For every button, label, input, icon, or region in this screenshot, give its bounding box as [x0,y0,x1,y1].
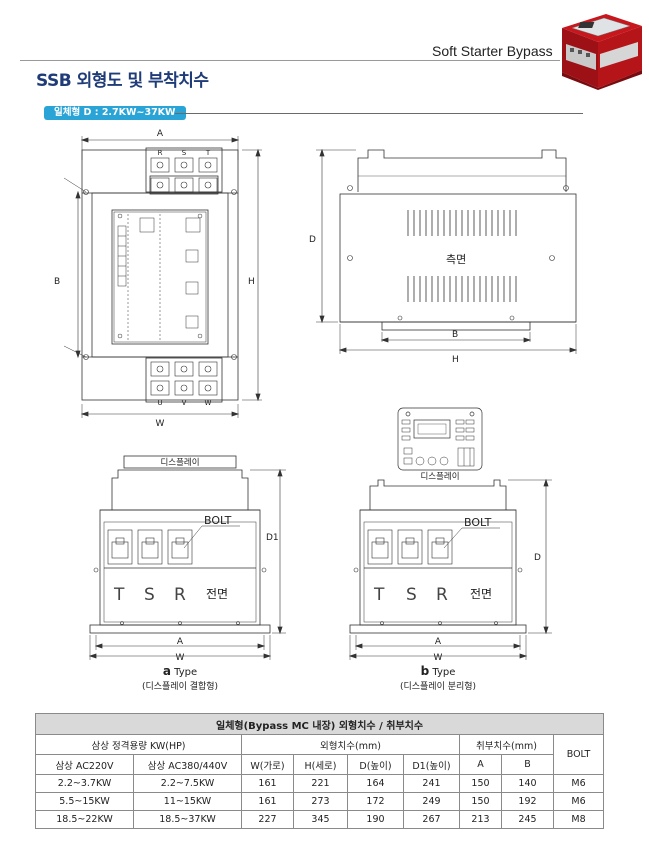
type-b-letter-s: S [406,585,417,605]
type-b-dim-d-label: D [534,553,541,563]
terminal-s-label: S [182,149,187,157]
table-cell: 345 [293,810,348,829]
col-a-header: A [459,754,502,775]
table-cell: 161 [241,792,294,811]
type-a-letter: a [162,664,171,678]
dim-b-label: B [54,277,60,287]
type-b-dim-a-label: A [435,637,442,647]
type-a-word: Type [174,667,198,678]
table-cell: M6 [552,774,605,793]
table-cell: 241 [403,774,460,793]
table-cell: 150 [459,774,502,793]
header-divider [20,60,560,61]
type-a-desc: (디스플레이 결합형) [141,682,219,692]
col-h-header: H(세로) [293,754,348,775]
section-divider [175,113,583,114]
side-view-label: 측면 [446,253,466,266]
top-view-drawing: A B [54,129,262,429]
table-cell: 161 [241,774,294,793]
type-b-word: Type [432,667,456,678]
display-panel-drawing: 디스플레이 [397,407,483,482]
table-title: 일체형(Bypass MC 내장) 외형치수 / 취부치수 [34,713,605,735]
col-d1-header: D1(높이) [403,754,460,775]
table-cell: 273 [293,792,348,811]
dim-a-label: A [157,129,164,139]
type-b-desc: (디스플레이 분리형) [399,682,477,692]
table-cell: 172 [347,792,404,811]
col-ac220-header: 삼상 AC220V [35,754,134,775]
table-cell: 190 [347,810,404,829]
dim-w-label: W [156,419,165,429]
page-title: SSB 외형도 및 부착치수 [36,71,209,91]
table-cell: 5.5~15KW [35,792,134,811]
type-a-display-label: 디스플레이 [160,457,199,468]
type-b-display-label: 디스플레이 [420,471,459,482]
terminal-u-label: U [157,399,162,407]
col-w-header: W(가로) [241,754,294,775]
type-b-letter-r: R [436,585,448,605]
table-cell: 249 [403,792,460,811]
table-cell: 227 [241,810,294,829]
table-cell: 18.5~37KW [133,810,242,829]
terminal-v-label: V [182,399,187,407]
side-dim-h-label: H [452,355,459,365]
type-a-dim-w-label: W [176,653,185,662]
type-b-bolt-label: BOLT [464,516,492,529]
terminal-w-label: W [205,399,212,407]
type-a-letter-r: R [174,585,186,605]
spec-table: 일체형(Bypass MC 내장) 외형치수 / 취부치수 삼상 정격용량 KW… [34,713,605,829]
group-mount-header: 취부치수(mm) [459,734,554,755]
table-cell: 221 [293,774,348,793]
brand-title: Soft Starter Bypass [432,43,553,59]
type-b-caption: b Type (디스플레이 분리형) [378,664,498,692]
table-cell: 213 [459,810,502,829]
col-b-header: B [501,754,554,775]
group-capacity-header: 삼상 정격용량 KW(HP) [35,734,242,755]
table-cell: 267 [403,810,460,829]
table-cell: 2.2~7.5KW [133,774,242,793]
bolt-header: BOLT [552,734,605,775]
type-a-bolt-label: BOLT [204,514,232,527]
type-a-front-label: 전면 [206,587,228,601]
type-b-drawing: BOLT T S R 전면 D A W [348,478,552,662]
side-view-drawing: 측면 D B H [309,148,578,365]
type-b-dim-w-label: W [434,653,443,662]
col-d-header: D(높이) [347,754,404,775]
type-a-dim-d1-label: D1 [266,533,279,543]
table-cell: M6 [552,792,605,811]
section-label: 일체형 D : 2.7KW~37KW [44,106,186,120]
type-a-dim-a-label: A [177,637,184,647]
table-cell: 150 [459,792,502,811]
table-cell: 2.2~3.7KW [35,774,134,793]
dim-h-label: H [248,277,255,287]
type-a-letter-t: T [113,585,125,605]
terminal-t-label: T [205,149,211,157]
side-dim-d-label: D [309,235,316,245]
table-cell: 140 [501,774,554,793]
table-cell: 192 [501,792,554,811]
table-cell: 164 [347,774,404,793]
type-a-caption: a Type (디스플레이 결합형) [120,664,240,692]
type-b-letter-t: T [373,585,385,605]
table-cell: 18.5~22KW [35,810,134,829]
col-ac380-header: 삼상 AC380/440V [133,754,242,775]
table-cell: 245 [501,810,554,829]
side-dim-b-label: B [452,330,458,340]
type-a-letter-s: S [144,585,155,605]
type-b-letter: b [420,664,430,678]
type-b-front-label: 전면 [470,587,492,601]
table-cell: 11~15KW [133,792,242,811]
product-photo [562,14,642,90]
terminal-r-label: R [158,149,163,157]
group-outer-header: 외형치수(mm) [241,734,460,755]
type-a-drawing: 디스플레이 BOLT T S R 전면 D1 A W [88,455,286,662]
table-cell: M8 [552,810,605,829]
